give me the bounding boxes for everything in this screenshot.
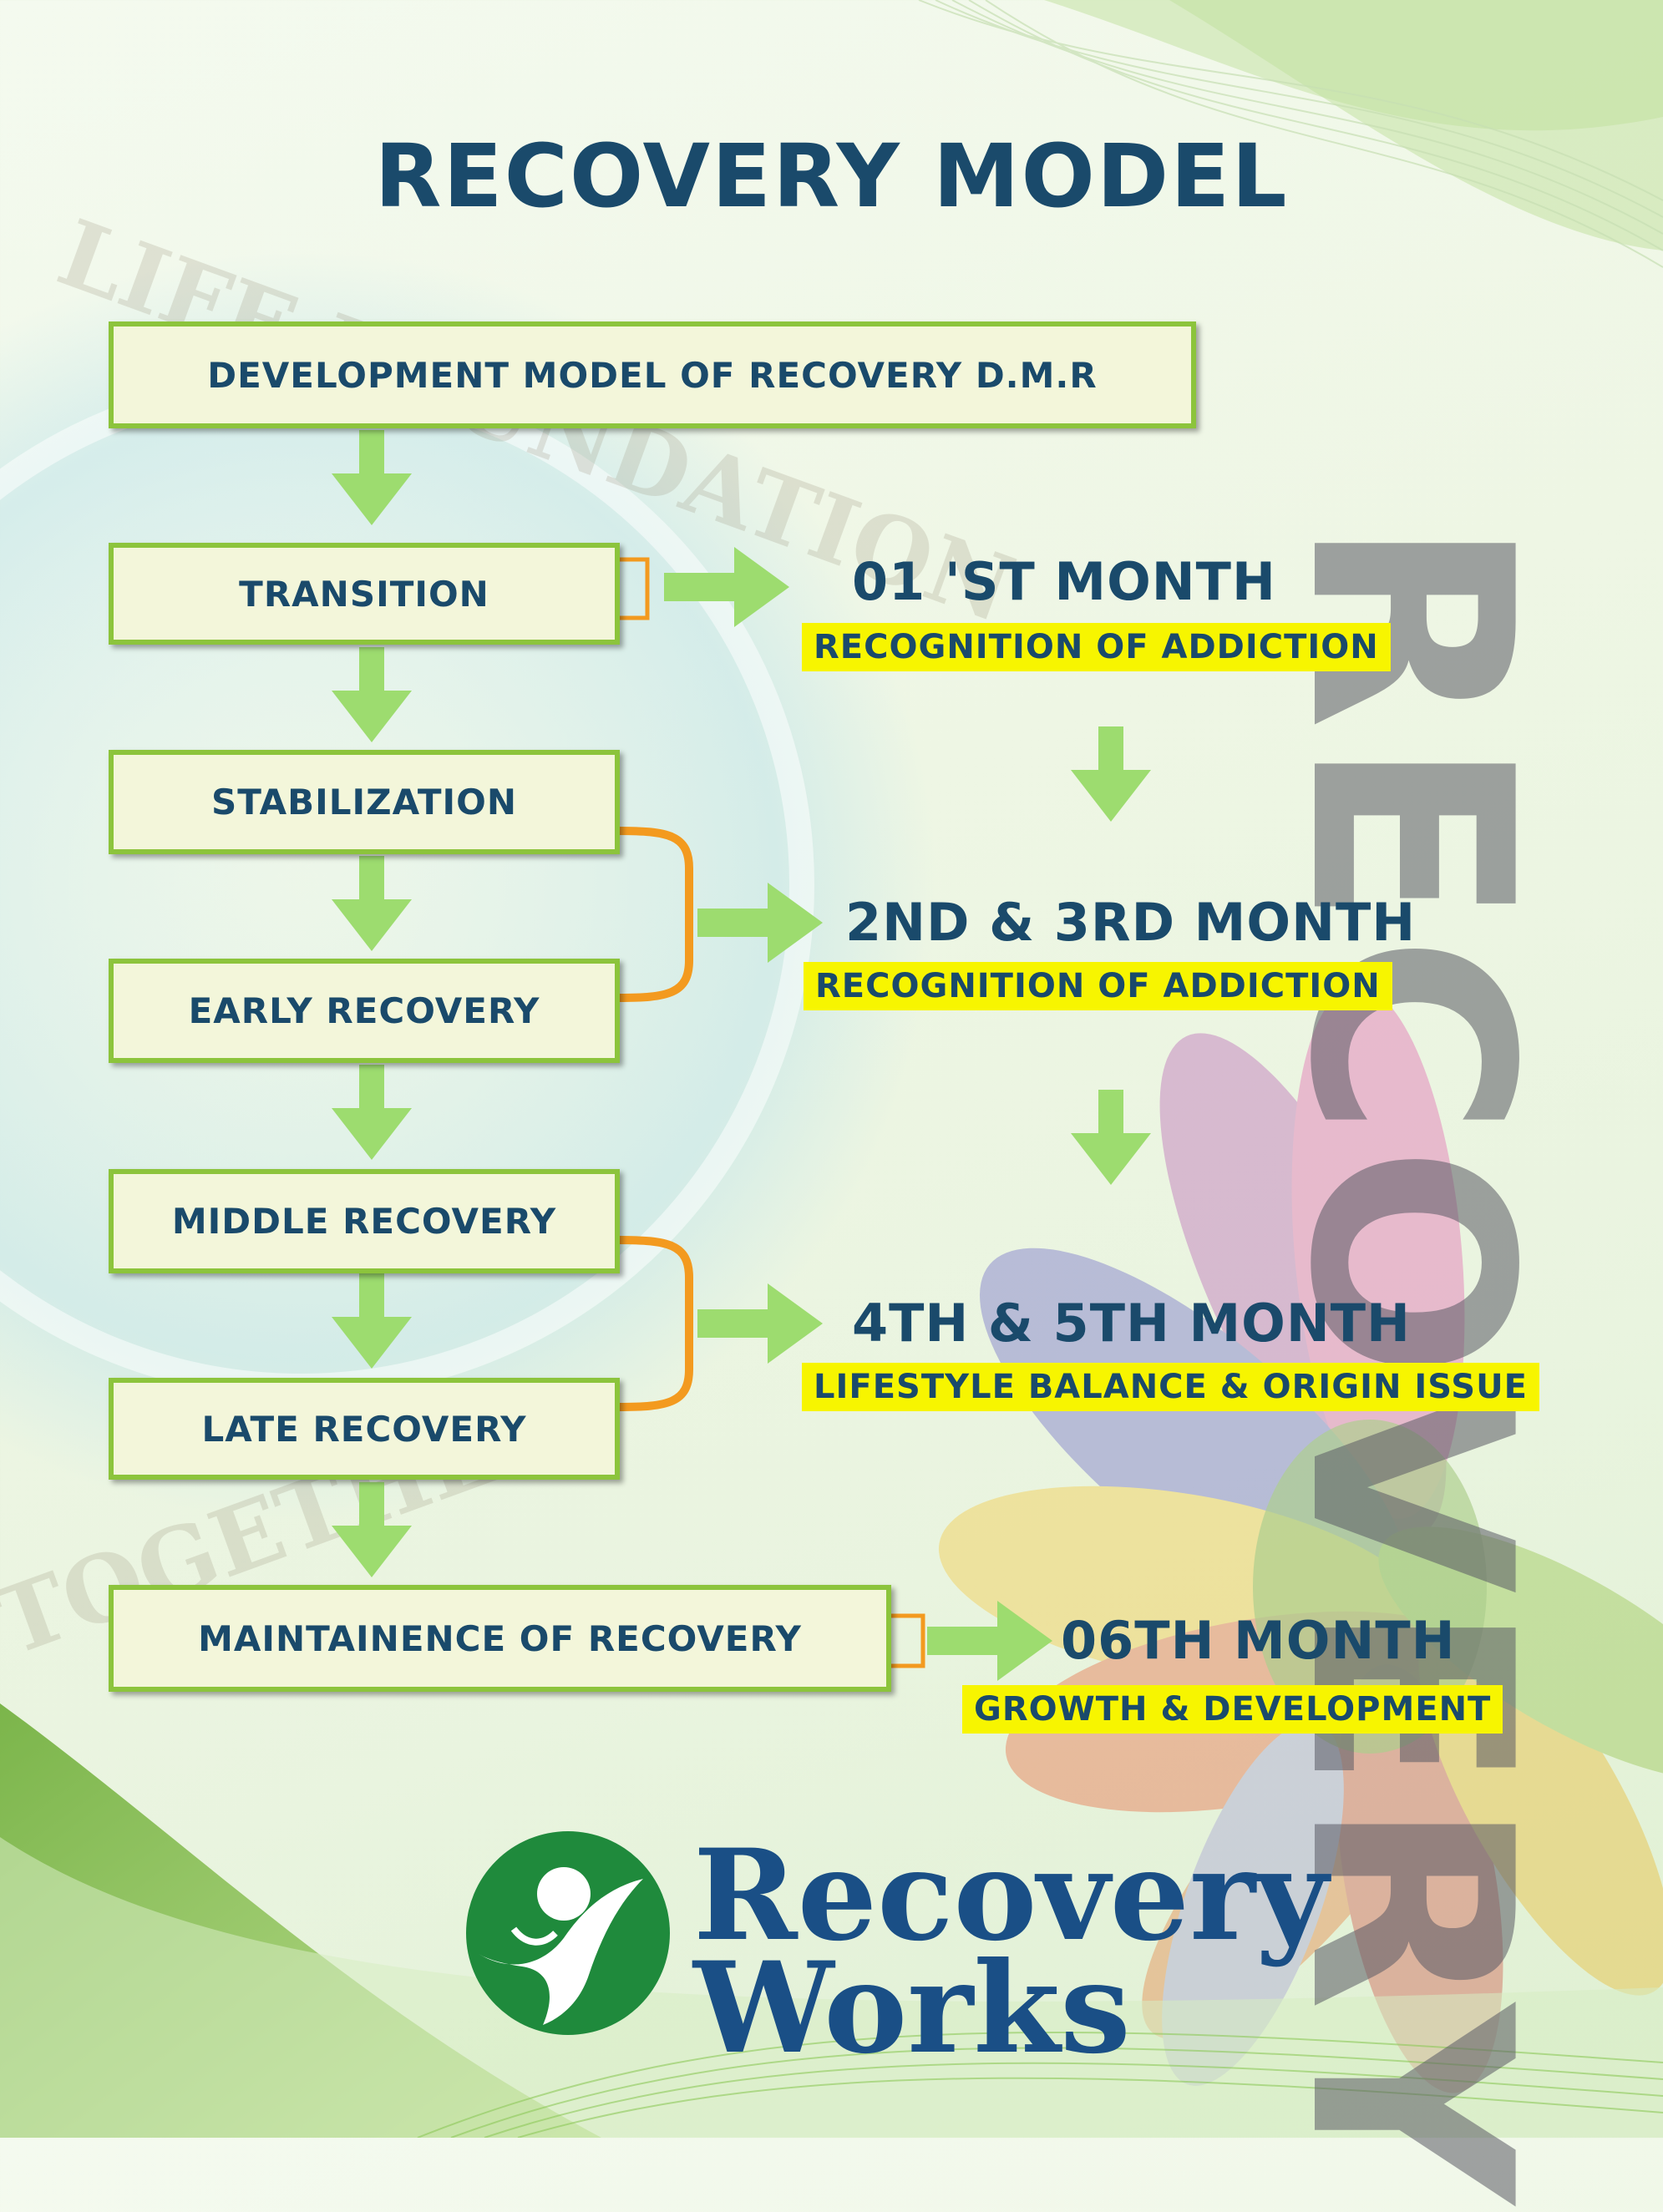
arrow-to-phase1: [664, 547, 789, 627]
stage-dmr: DEVELOPMENT MODEL OF RECOVERY D.M.R: [109, 321, 1196, 428]
recovery-works-logo-mark: [466, 1831, 670, 2035]
logo-text-line1: Recovery: [693, 1822, 1329, 1969]
arrow-phase1-to-phase2: [1071, 726, 1151, 822]
arrow-late-to-maintain: [332, 1482, 412, 1577]
flow-connectors: [332, 430, 1151, 1681]
logo-text-line2: Works: [693, 1935, 1131, 2082]
bracket-transition: [618, 557, 650, 620]
phase-4-month: 06TH MONTH: [1061, 1610, 1456, 1671]
arrow-dmr-to-transition: [332, 430, 412, 525]
stage-maintainence: MAINTAINENCE OF RECOVERY: [109, 1585, 891, 1692]
arrow-to-phase4: [927, 1601, 1052, 1681]
arrow-transition-to-stabilization: [332, 647, 412, 742]
stage-transition: TRANSITION: [109, 543, 620, 645]
phase-2-focus: RECOGNITION OF ADDICTION: [804, 962, 1392, 1010]
stage-middle-recovery: MIDDLE RECOVERY: [109, 1169, 620, 1273]
page-title: RECOVERY MODEL: [374, 125, 1289, 227]
arrow-middle-to-late: [332, 1273, 412, 1369]
phase-1-month: 01 'ST MONTH: [852, 551, 1276, 612]
phase-3-focus: LIFESTYLE BALANCE & ORIGIN ISSUE: [802, 1363, 1539, 1411]
bracket-maintain: [890, 1613, 925, 1668]
phase-3-month: 4TH & 5TH MONTH: [852, 1293, 1411, 1354]
phase-2-month: 2ND & 3RD MONTH: [845, 892, 1417, 953]
arrow-early-to-middle: [332, 1065, 412, 1160]
arrow-to-phase2: [697, 883, 823, 963]
arrow-phase2-to-phase3: [1071, 1090, 1151, 1185]
stage-early-recovery: EARLY RECOVERY: [109, 959, 620, 1063]
bracket-middle-late: [617, 1236, 693, 1411]
arrow-stabilization-to-early: [332, 856, 412, 951]
phase-1-focus: RECOGNITION OF ADDICTION: [802, 623, 1391, 671]
phase-4-focus: GROWTH & DEVELOPMENT: [962, 1685, 1503, 1734]
stage-late-recovery: LATE RECOVERY: [109, 1378, 620, 1480]
stage-stabilization: STABILIZATION: [109, 750, 620, 854]
bracket-stabilization-early: [617, 827, 693, 1002]
arrow-to-phase3: [697, 1283, 823, 1364]
